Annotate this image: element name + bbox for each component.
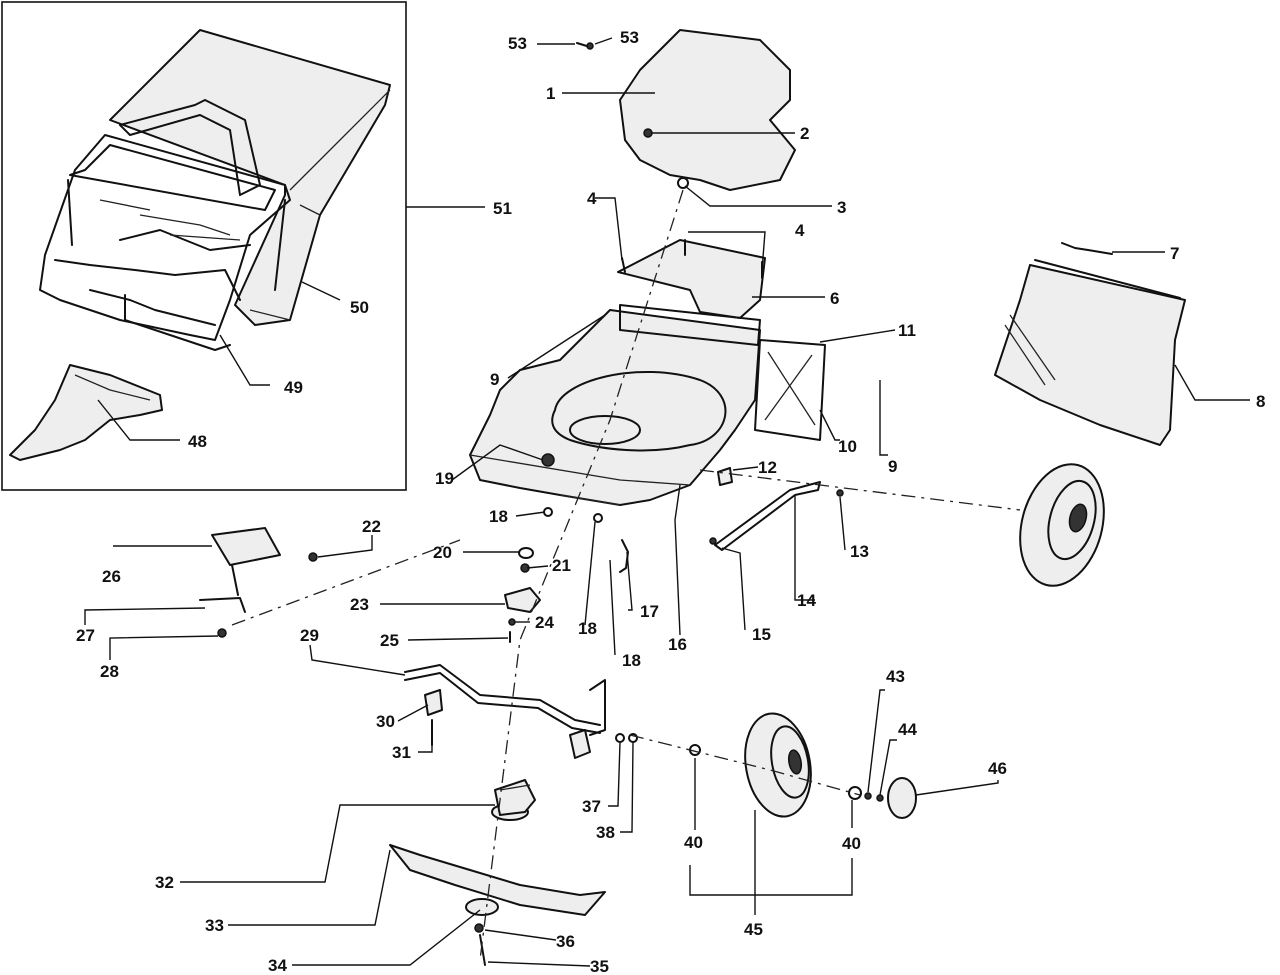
callout-9-right: 9 [888,457,897,476]
callout-16: 16 [668,635,687,654]
grass-catcher-inset-frame [1,1,407,491]
catcher-frame [39,99,291,351]
assembly-centerlines [231,189,1021,961]
callout-27: 27 [76,626,95,645]
callout-30: 30 [376,712,395,731]
callout-51: 51 [493,199,512,218]
callout-7: 7 [1170,244,1179,263]
callout-37: 37 [582,797,601,816]
engine-bracket [617,239,766,319]
callout-2: 2 [800,124,809,143]
callout-26: 26 [102,567,121,586]
axle-fasteners [424,689,638,759]
callout-31: 31 [392,743,411,762]
hubcap [887,777,917,819]
callout-33: 33 [205,916,224,935]
callout-20: 20 [433,543,452,562]
callout-28: 28 [100,662,119,681]
axle-spacer-right [848,786,862,800]
callout-53-right: 53 [620,28,639,47]
rear-deflector [9,364,163,461]
callout-3: 3 [837,198,846,217]
callout-11: 11 [898,321,916,340]
callout-34: 34 [268,956,287,975]
callout-49: 49 [284,378,303,397]
callout-22: 22 [362,517,381,536]
callout-19: 19 [435,469,454,488]
callout-53-left: 53 [508,34,527,53]
callout-9-left: 9 [490,370,499,389]
callout-32: 32 [155,873,174,892]
callout-12: 12 [758,458,777,477]
callout-4-right: 4 [795,221,805,240]
callout-24: 24 [535,613,554,632]
callout-45: 45 [744,920,763,939]
cutting-blade [389,844,606,916]
blade-washer [465,898,499,916]
callout-23: 23 [350,595,369,614]
engine-bolts [576,42,594,50]
callout-25: 25 [380,631,399,650]
rear-bag [994,259,1186,446]
engine [619,29,796,191]
blade-adapter [491,779,536,821]
callout-18-mid: 18 [578,619,597,638]
blade-bolt [479,934,486,966]
callout-10: 10 [838,437,857,456]
pivot-bolt [308,552,318,562]
callout-35: 35 [590,957,609,975]
callout-44: 44 [898,720,917,739]
rear-wheel [1019,463,1105,587]
callout-50: 50 [350,298,369,317]
spring [1061,242,1113,255]
callout-13: 13 [850,542,869,561]
callout-1: 1 [546,84,555,103]
callout-48: 48 [188,432,207,451]
leader-lines [84,37,1250,967]
callout-40-left: 40 [684,833,703,852]
front-axle [404,664,606,736]
callout-15: 15 [752,625,771,644]
rear-flap [754,339,826,441]
callout-29: 29 [300,626,319,645]
callout-8: 8 [1256,392,1265,411]
adjuster-assembly [504,547,541,643]
callout-38: 38 [596,823,615,842]
callout-21: 21 [552,556,571,575]
callout-4-left: 4 [587,189,597,208]
front-wheel [744,712,812,818]
blade-spring-washer [474,923,484,933]
grass-bag [109,29,391,326]
callout-6: 6 [830,289,839,308]
callout-18-left: 18 [489,507,508,526]
mower-deck [469,304,761,506]
callout-18-low: 18 [622,651,641,670]
axle-washer [864,792,872,800]
callout-14: 14 [797,591,816,610]
callout-40-right: 40 [842,834,861,853]
callout-43: 43 [886,667,905,686]
axle-nut [876,794,884,802]
callout-labels: 53 53 1 2 3 4 4 6 7 8 9 9 10 11 12 13 14… [76,28,1265,975]
callout-17: 17 [640,602,659,621]
callout-46: 46 [988,759,1007,778]
height-adjuster [199,527,281,638]
callout-36: 36 [556,932,575,951]
